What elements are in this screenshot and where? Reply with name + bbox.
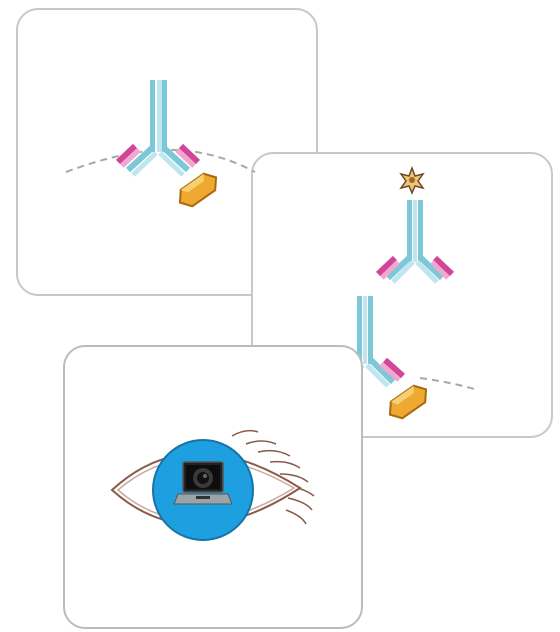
eyelashes (231, 429, 315, 525)
laptop-icon (173, 461, 233, 505)
antigen-crystal-indirect (388, 384, 428, 420)
antibody-secondary (375, 200, 455, 284)
antibody-primary-direct (115, 80, 201, 177)
star-label-icon (399, 165, 425, 195)
antigen-crystal-direct (178, 172, 218, 208)
